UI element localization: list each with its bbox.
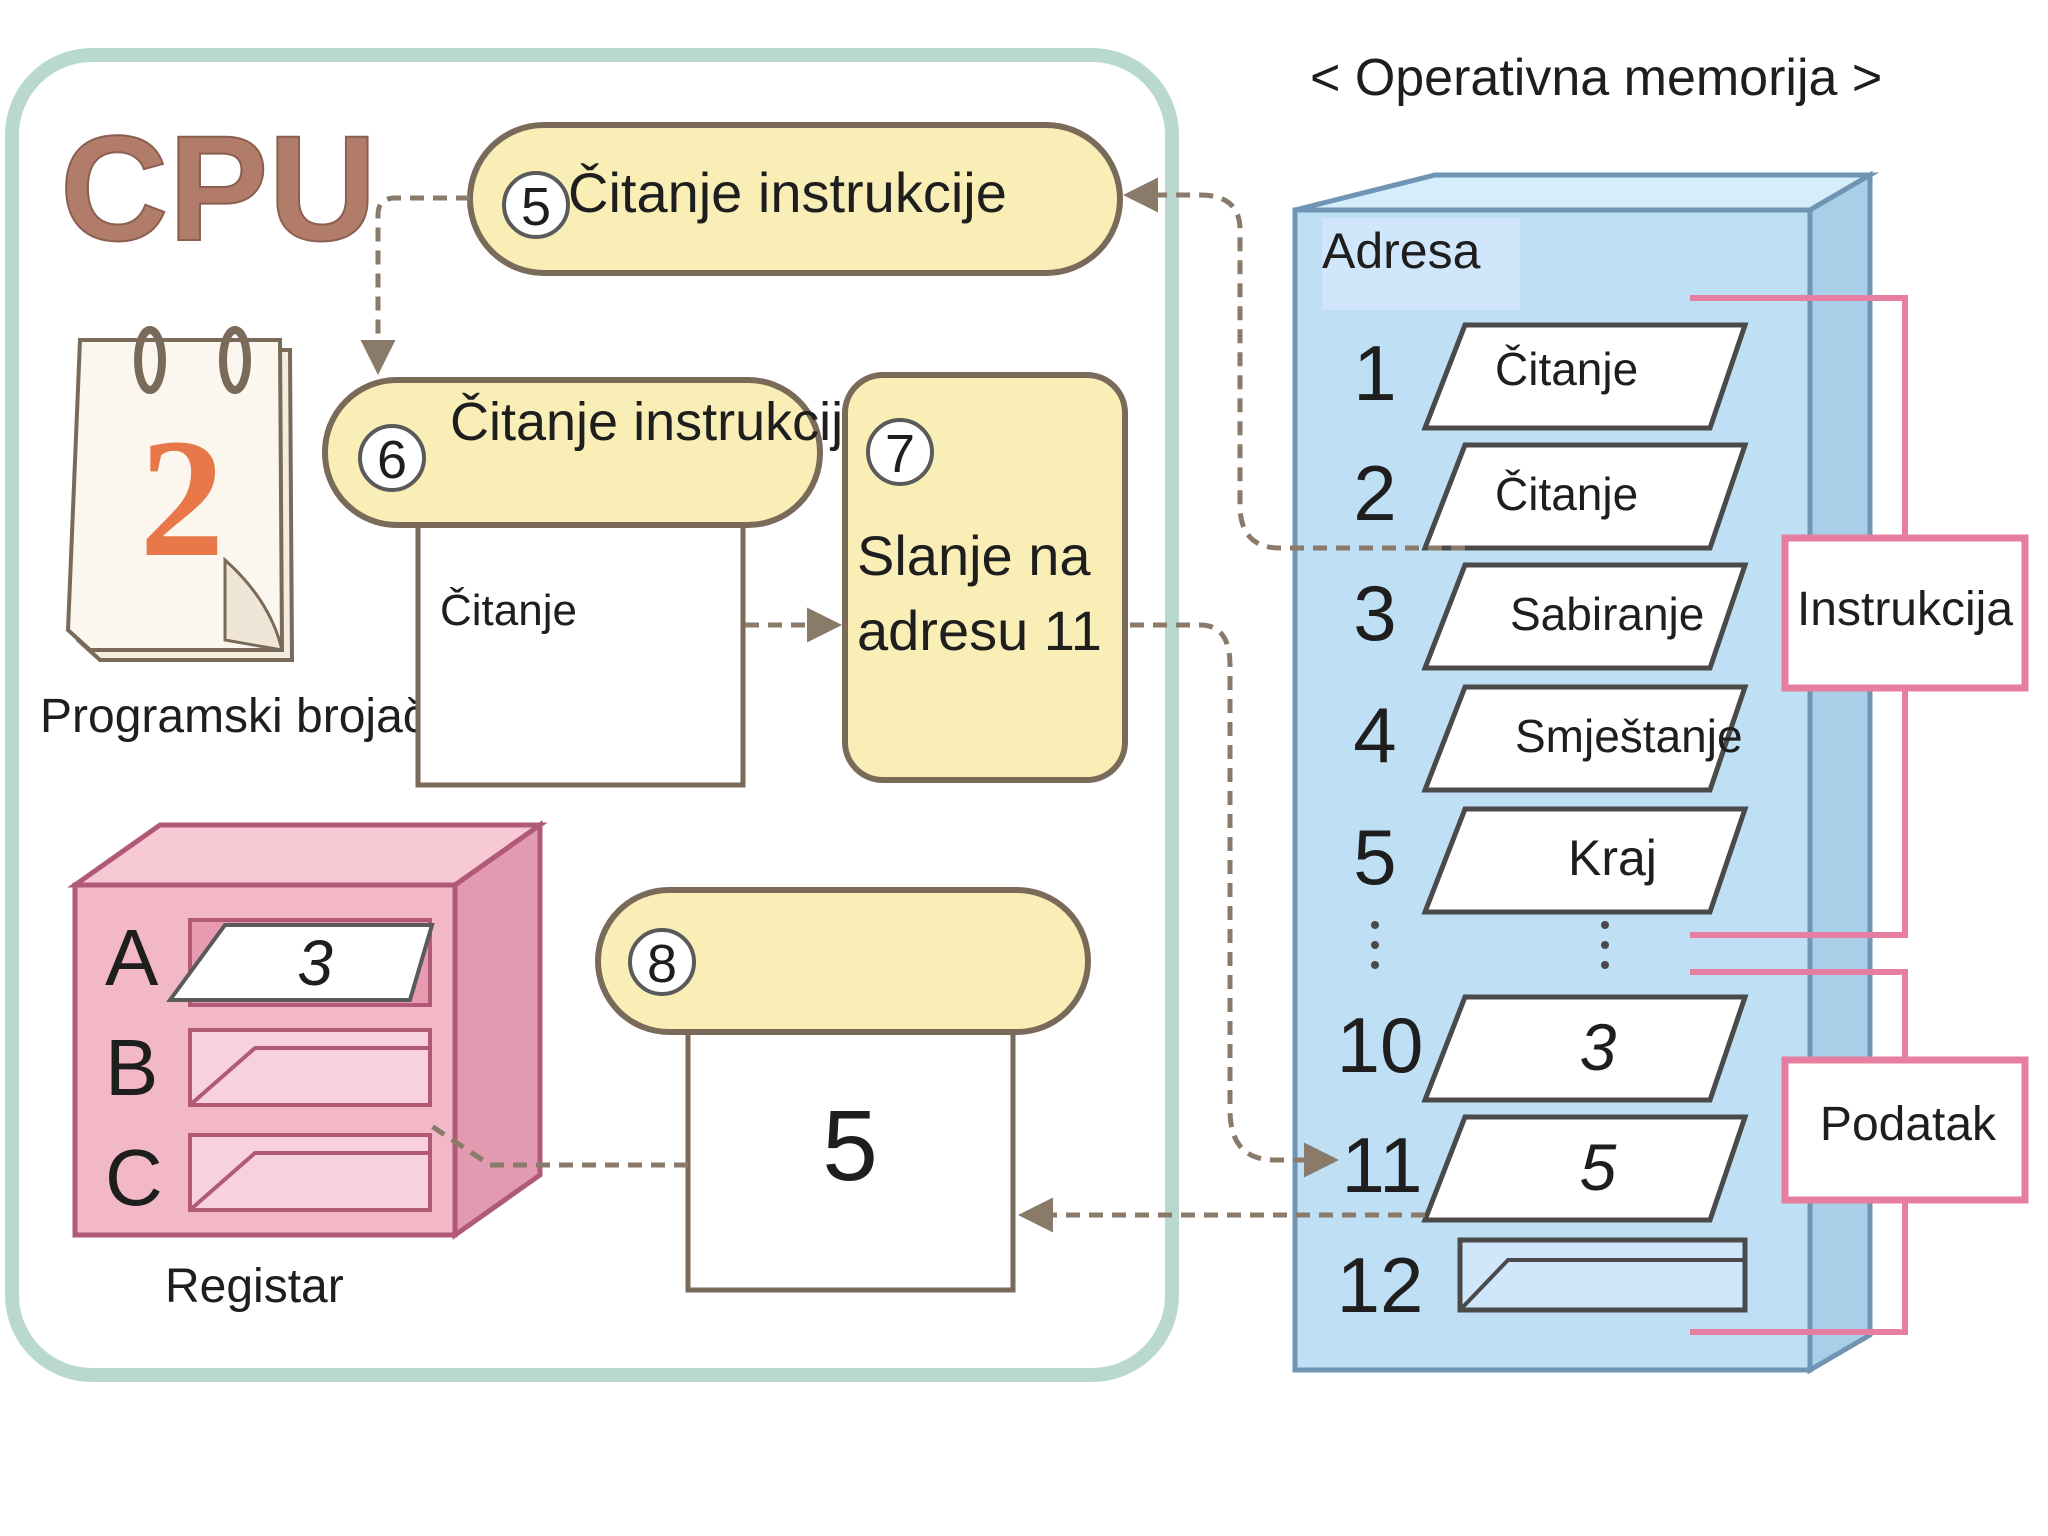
memory-ellipsis — [1371, 921, 1609, 969]
podatak-label: Podatak — [1820, 1098, 1997, 1151]
step7-line2: adresu 11 — [857, 599, 1102, 662]
step5-label: Čitanje instrukcije — [568, 161, 1007, 224]
register-row-c: C — [105, 1133, 432, 1222]
step7-number: 7 — [885, 424, 915, 484]
memory-cell-3: 3 Sabiranje — [1353, 562, 1749, 671]
cpu-title: CPU — [60, 104, 377, 272]
podatak-label-box — [1781, 1056, 2029, 1204]
memory-address-11: 11 — [1342, 1121, 1423, 1209]
step5-number: 5 — [521, 177, 551, 237]
arrow-step7-to-address11 — [1130, 622, 1339, 1178]
memory-content-1: Čitanje — [1495, 343, 1638, 395]
program-counter-value: 2 — [140, 404, 225, 592]
address-header: Adresa — [1322, 223, 1481, 279]
register-row-a-value: 3 — [297, 927, 333, 999]
memory-cell-11: 11 5 — [1342, 1114, 1749, 1223]
memory-address-10: 10 — [1337, 1001, 1424, 1089]
memory-cell-5: 5 Kraj — [1353, 806, 1749, 915]
register-row-b-name: B — [105, 1023, 158, 1112]
memory-content-2: Čitanje — [1495, 468, 1638, 520]
instrukcija-label-box — [1781, 534, 2029, 692]
memory-content-11: 5 — [1580, 1130, 1617, 1204]
step6-card-text: Čitanje — [440, 585, 577, 635]
memory-cell-1: 1 Čitanje — [1353, 322, 1749, 431]
memory-address-3: 3 — [1353, 569, 1396, 657]
instrukcija-label: Instrukcija — [1797, 583, 2013, 636]
memory-address-4: 4 — [1353, 691, 1396, 779]
step6-number: 6 — [377, 430, 407, 490]
program-counter-calendar-icon: 2 — [65, 326, 295, 662]
memory-content-5: Kraj — [1568, 830, 1657, 886]
memory-cell-2: 2 Čitanje — [1353, 442, 1749, 551]
step8-number: 8 — [647, 934, 677, 994]
step5-bubble: 5 Čitanje instrukcije — [467, 122, 1123, 276]
program-counter-label: Programski brojač — [40, 690, 427, 743]
memory-address-1: 1 — [1353, 329, 1396, 417]
memory-content-3: Sabiranje — [1510, 588, 1704, 640]
step8-group: 8 5 — [595, 887, 1091, 1293]
register-row-b: B — [105, 1023, 432, 1112]
register-row-a-name: A — [105, 913, 159, 1002]
step7-box: 7 Slanje na adresu 11 — [842, 372, 1128, 783]
register-row-a: A 3 — [105, 913, 435, 1007]
arrow-step8-to-register-c — [428, 1122, 688, 1168]
step6-label: Čitanje instrukcije — [450, 392, 873, 452]
memory-cell-12: 12 — [1337, 1237, 1748, 1329]
step8-card-text: 5 — [822, 1090, 878, 1202]
memory-address-5: 5 — [1353, 813, 1396, 901]
register-label: Registar — [165, 1260, 344, 1313]
memory-cell-10: 10 3 — [1337, 994, 1749, 1103]
memory-content-4: Smještanje — [1515, 710, 1743, 762]
memory-address-2: 2 — [1353, 449, 1396, 537]
memory-content-10: 3 — [1580, 1010, 1617, 1084]
step7-line1: Slanje na — [857, 524, 1091, 587]
memory-cell-4: 4 Smještanje — [1353, 684, 1749, 793]
memory-address-12: 12 — [1337, 1241, 1424, 1329]
arrow-step5-to-step6 — [360, 195, 470, 375]
register-row-c-name: C — [105, 1133, 163, 1222]
memory-title: < Operativna memorija > — [1310, 49, 1882, 107]
step6-group: 6 Čitanje instrukcije Čitanje — [322, 377, 873, 788]
flow-arrows — [360, 177, 1465, 1233]
